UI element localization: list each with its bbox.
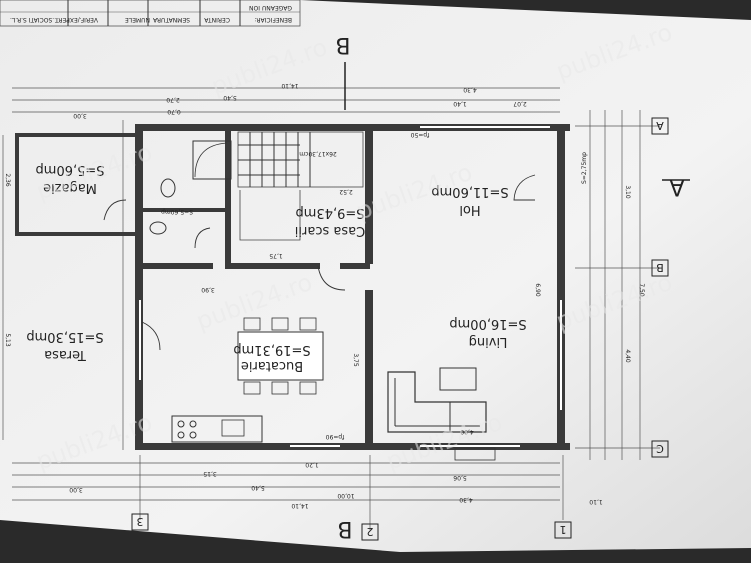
section-a-right: A xyxy=(669,174,684,199)
section-markers: B B A xyxy=(335,32,690,541)
label-acces-area: S=2,75mp xyxy=(581,152,588,184)
windows xyxy=(139,126,562,447)
dim-430-bottom: 4,30 xyxy=(459,496,473,503)
dim-fp50-top: fp=50 xyxy=(411,131,430,138)
dim-540-bottom: 5,40 xyxy=(251,484,265,491)
kitchen-table xyxy=(237,317,324,395)
title-block-cerinta: CERINTA xyxy=(203,16,230,23)
dim-236-left: 2,36 xyxy=(4,173,11,187)
title-block-beneficiar: BENEFICIAR: xyxy=(255,16,292,23)
door-swings xyxy=(103,174,536,351)
dim-513-left: 5,13 xyxy=(4,333,11,347)
dim-310-right: 3,10 xyxy=(624,185,631,199)
dimension-texts: 14,10 5,40 4,30 3,00 2,07 1,40 0,70 2,70… xyxy=(4,82,645,509)
dim-540-top: 5,40 xyxy=(223,94,237,101)
dim-207-top: 2,07 xyxy=(513,100,527,107)
label-living-area: S=16,00mp xyxy=(449,316,526,331)
label-casa-scarii-area: S=9,43mp xyxy=(295,205,364,220)
dim-270-top: 2,70 xyxy=(166,96,180,103)
label-terasa-name: Terasa xyxy=(44,347,87,362)
label-magazie-area: S=5,60mp xyxy=(35,162,104,177)
section-b-bottom: B xyxy=(337,516,352,541)
axis-a: A xyxy=(656,119,664,132)
bathroom-fixtures xyxy=(149,140,232,235)
dim-120-bottom: 1,20 xyxy=(305,461,319,468)
dim-140-top: 1,40 xyxy=(453,100,467,107)
dim-400-sofa: 4,00 xyxy=(460,428,474,435)
dim-440-right: 4,40 xyxy=(624,349,631,363)
dim-506-bottom: 5,06 xyxy=(453,474,467,481)
title-block-numele: NUMELE xyxy=(125,16,150,23)
title-block-semnatura: SEMNATURA xyxy=(152,16,190,23)
label-casa-scarii-name: Casa scarii xyxy=(295,223,365,238)
dim-750-right: 7,50 xyxy=(638,283,645,297)
title-block-company: ...SOCIATI S.R.L. xyxy=(10,16,58,23)
label-gs-area: S=5,60mp xyxy=(161,208,193,215)
axis-c: C xyxy=(656,442,664,455)
axis-markers: A B C 3 2 1 xyxy=(131,117,669,541)
axis-2: 2 xyxy=(367,525,374,538)
dim-fp90-bottom: fp=90 xyxy=(326,433,345,440)
dim-390-kitchen: 3,90 xyxy=(201,286,215,293)
label-bucatarie-name: Bucatarie xyxy=(241,358,303,373)
sofa xyxy=(387,367,496,461)
dim-stair-note: 26x17,30cm xyxy=(299,150,337,157)
dim-430-top: 4,30 xyxy=(463,86,477,93)
label-terasa-area: S=15,30mp xyxy=(26,329,103,344)
dim-375-living: 3,75 xyxy=(352,353,359,367)
title-block-verif: VERIF./EXPERT xyxy=(55,16,98,23)
dim-315-bottom: 3,15 xyxy=(203,470,217,477)
label-hol-area: S=11,60mp xyxy=(431,184,508,199)
dimension-lines xyxy=(2,87,641,501)
axis-b: B xyxy=(656,261,664,274)
label-living-name: Living xyxy=(469,334,508,349)
room-labels: Magazie S=5,60mp Terasa S=15,30mp Bucata… xyxy=(26,152,588,373)
dim-070-top: 0,70 xyxy=(167,108,181,115)
staircase xyxy=(237,131,364,241)
label-magazie-name: Magazie xyxy=(43,180,97,195)
axis-lines xyxy=(139,125,660,530)
dim-690-right: 6,90 xyxy=(534,283,541,297)
label-bucatarie-area: S=19,31mp xyxy=(233,342,310,357)
dim-300-top: 3,00 xyxy=(73,112,87,119)
dim-total-bottom: 14,10 xyxy=(291,502,308,509)
label-hol-name: Hol xyxy=(459,202,480,217)
dim-175-stair: 1,75 xyxy=(269,252,283,259)
dim-1000-bottom: 10,00 xyxy=(337,492,354,499)
title-block-owner: GAGEANU ION xyxy=(249,4,292,11)
dim-110-bottom: 1,10 xyxy=(589,498,603,505)
walls xyxy=(15,124,570,450)
kitchen-counter xyxy=(171,415,263,443)
dim-300-bottom: 3,00 xyxy=(69,486,83,493)
title-block: BENEFICIAR: GAGEANU ION CERINTA SEMNATUR… xyxy=(0,0,301,27)
dim-252-stair: 2,52 xyxy=(339,188,353,195)
axis-3: 3 xyxy=(137,515,144,528)
section-b-top: B xyxy=(335,32,350,57)
dim-total-top: 14,10 xyxy=(281,82,298,89)
axis-1: 1 xyxy=(560,523,567,536)
